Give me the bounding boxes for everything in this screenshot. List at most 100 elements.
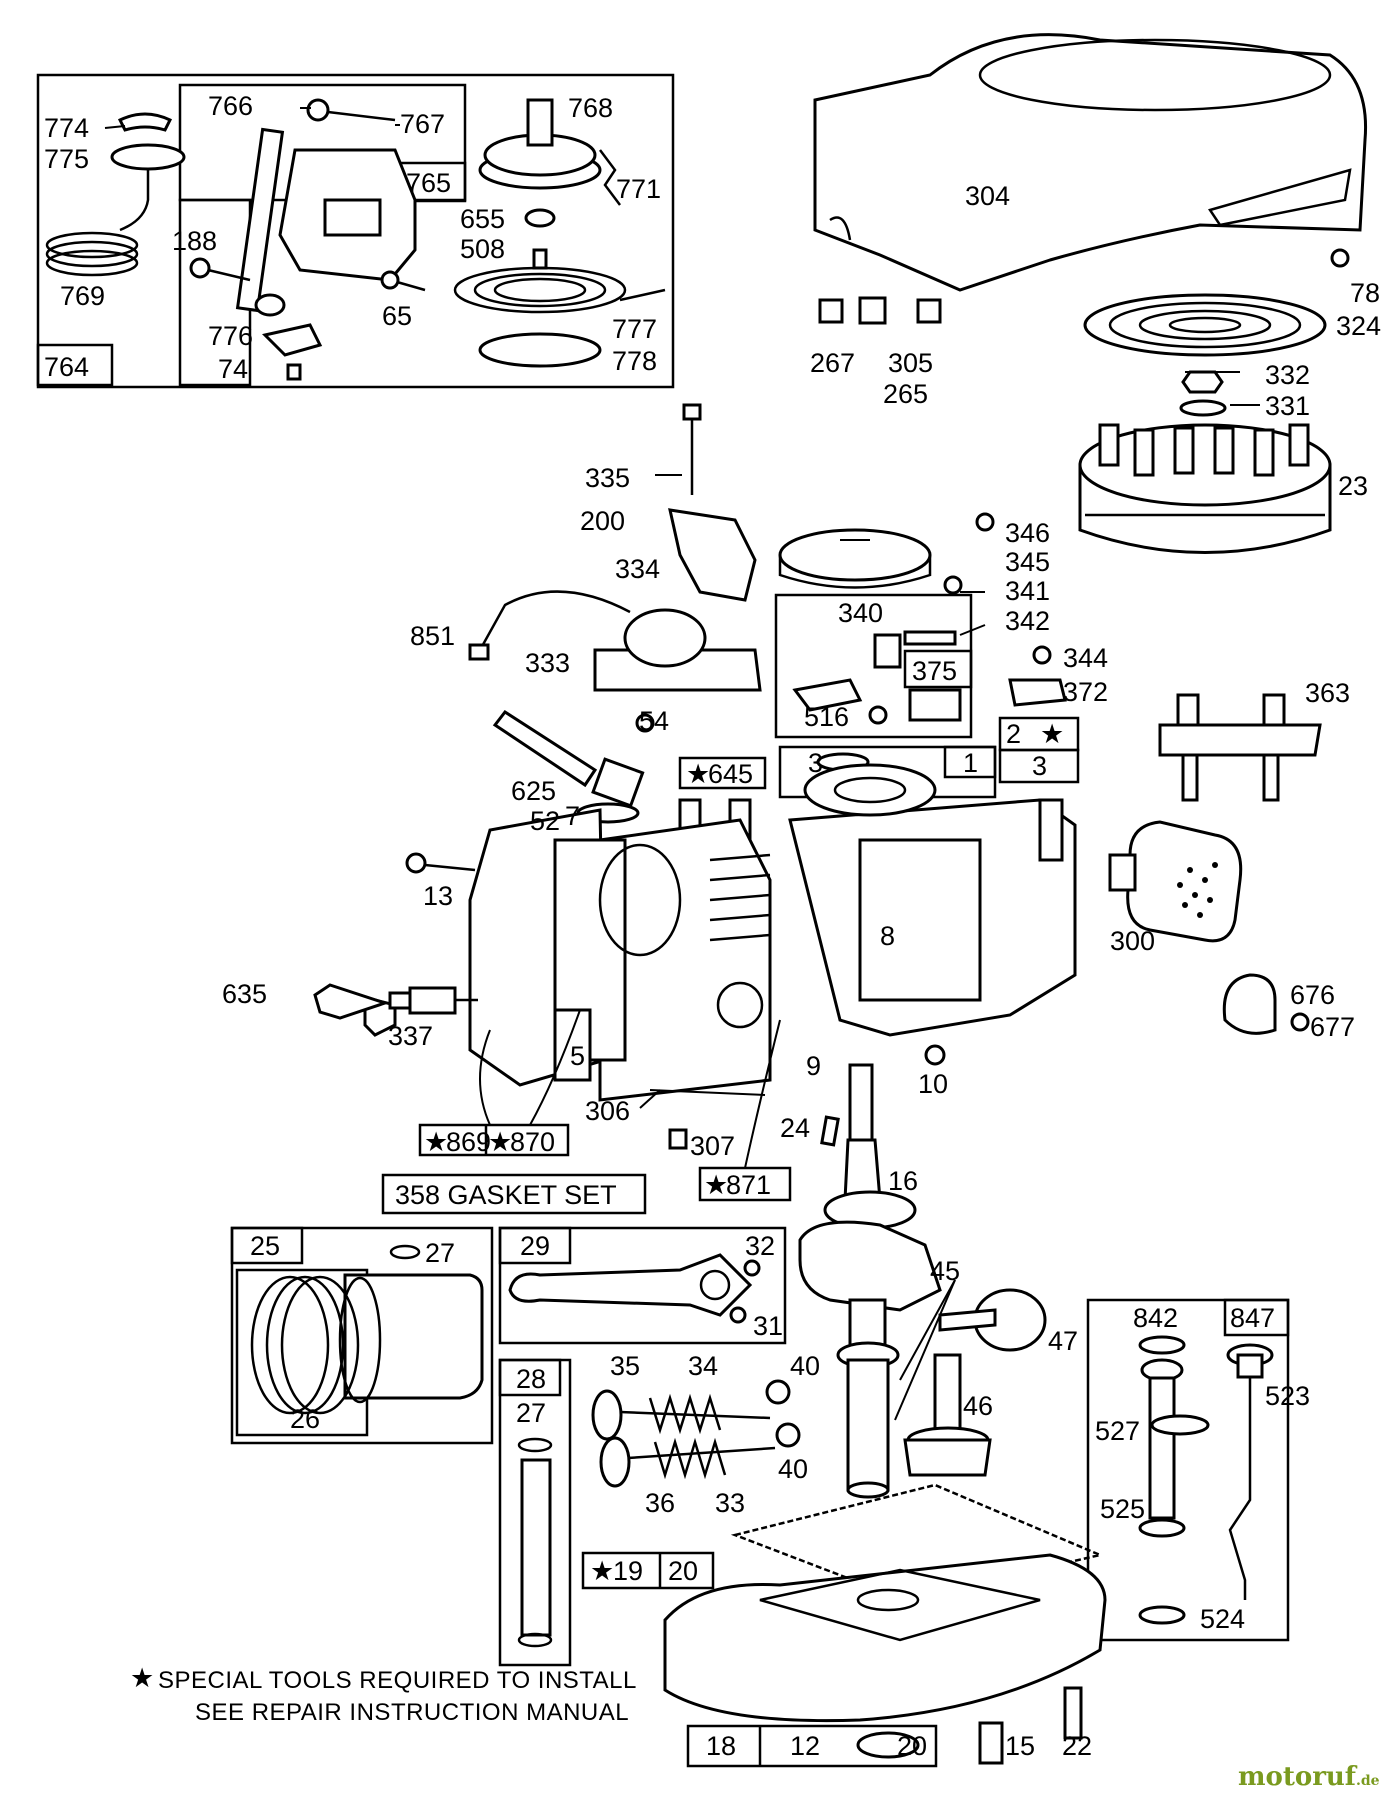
label-31: 31 (753, 1311, 783, 1341)
label-52: 52 (530, 806, 560, 836)
oil-fill-tube-part (1138, 1335, 1210, 1625)
label-28: 28 (516, 1364, 546, 1394)
label-78: 78 (1350, 278, 1380, 308)
label-342: 342 (1005, 606, 1050, 636)
label-2: 2 (1006, 719, 1021, 749)
label-22: 22 (1062, 1731, 1092, 1761)
rewind-spring-part (453, 266, 666, 314)
watermark-text: motoruf.de (1238, 1762, 1380, 1792)
starter-housing-part (235, 127, 417, 317)
nut-305-part (916, 298, 942, 324)
label-842: 842 (1133, 1303, 1178, 1333)
gasket-box-869-870 (418, 1123, 570, 1157)
label-645-star: ★ (686, 759, 710, 789)
label-27b: 27 (516, 1398, 546, 1428)
blower-group: 304 78 324 267 305 265 332 331 23 (810, 33, 1381, 554)
spark-plug-part (313, 983, 397, 1037)
screw-341-part (943, 575, 963, 595)
pin-342-part (903, 630, 957, 646)
piston-part (338, 1273, 484, 1404)
label-871-star: ★ (704, 1170, 728, 1200)
label-box-645 (678, 756, 767, 790)
label-331: 331 (1265, 391, 1310, 421)
label-35: 35 (610, 1351, 640, 1381)
muffler-part (1108, 820, 1243, 943)
crankshaft-part (798, 1063, 942, 1499)
screw-15-part (978, 1721, 1004, 1765)
label-774: 774 (44, 113, 89, 143)
sump-gasket-part (730, 1483, 1105, 1602)
screw-346-part (975, 512, 995, 532)
rivet-part (306, 98, 396, 122)
deflector-part (1222, 973, 1310, 1035)
key-24-part (820, 1115, 840, 1147)
label-778: 778 (612, 346, 657, 376)
cylinder-head-part (468, 808, 772, 1102)
label-335: 335 (585, 463, 630, 493)
label-677: 677 (1310, 1012, 1355, 1042)
label-523: 523 (1265, 1381, 1310, 1411)
retainer-40a-part (765, 1379, 791, 1405)
oil-seal-20-part (856, 1731, 920, 1759)
clip-265-part (858, 296, 887, 325)
governor-part (938, 1288, 1047, 1352)
watermark-suffix: .de (1356, 1773, 1380, 1789)
label-27a: 27 (425, 1238, 455, 1268)
screw-78-part (1330, 248, 1350, 268)
screw-65-part (380, 270, 426, 292)
label-box-1 (943, 745, 997, 779)
piston-rings-part (250, 1275, 360, 1415)
label-40b: 40 (778, 1454, 808, 1484)
brake-lever-part (792, 678, 863, 712)
label-344: 344 (1063, 643, 1108, 673)
label-346: 346 (1005, 518, 1050, 548)
label-200: 200 (580, 506, 625, 536)
gasket-set-label: 358 GASKET SET (395, 1180, 617, 1210)
intake-valve-part (599, 1436, 776, 1488)
bolt-335-part (682, 403, 702, 421)
label-305: 305 (888, 348, 933, 378)
label-box-847 (1223, 1298, 1290, 1337)
label-74: 74 (218, 354, 248, 384)
label-16: 16 (888, 1166, 918, 1196)
label-267: 267 (810, 348, 855, 378)
label-7: 7 (565, 801, 580, 831)
label-3b: 3 (1032, 751, 1047, 781)
label-29: 29 (520, 1231, 550, 1261)
label-516: 516 (804, 702, 849, 732)
label-625: 625 (511, 776, 556, 806)
label-769: 769 (60, 281, 105, 311)
label-645: 645 (708, 759, 753, 789)
label-337: 337 (388, 1021, 433, 1051)
label-34: 34 (688, 1351, 718, 1381)
bracket-part (262, 323, 323, 357)
sump-label-box (686, 1724, 938, 1768)
label-5: 5 (570, 1041, 585, 1071)
footnote-line-1: SPECIAL TOOLS REQUIRED TO INSTALL (158, 1667, 637, 1694)
starter-pulley-part (478, 98, 621, 206)
label-341: 341 (1005, 576, 1050, 606)
wrist-pin-clip-part (389, 1244, 421, 1260)
label-771: 771 (616, 174, 661, 204)
label-box-3 (998, 748, 1080, 784)
oil-fill-group: 842 847 523 527 525 524 (1086, 1298, 1310, 1642)
label-847: 847 (1230, 1303, 1275, 1333)
dipstick-part (1226, 1343, 1274, 1600)
label-525: 525 (1100, 1494, 1145, 1524)
label-45: 45 (930, 1256, 960, 1286)
label-2-star: ★ (1040, 719, 1064, 749)
label-265: 265 (883, 379, 928, 409)
label-20b: 20 (897, 1731, 927, 1761)
label-33: 33 (715, 1488, 745, 1518)
retainer-40b-part (775, 1422, 801, 1448)
label-47: 47 (1048, 1326, 1078, 1356)
cylinder-block-group: 54 625 52 ★ 645 3 1 2 ★ 3 7 13 8 300 635… (222, 706, 1355, 1215)
label-676: 676 (1290, 980, 1335, 1010)
watermark-main: motoruf (1238, 1762, 1358, 1792)
label-19-star: ★ (590, 1556, 614, 1586)
label-655: 655 (460, 204, 505, 234)
watermark-logo: motoruf.de (1238, 1762, 1380, 1792)
label-54: 54 (639, 706, 669, 736)
label-1: 1 (963, 748, 978, 778)
